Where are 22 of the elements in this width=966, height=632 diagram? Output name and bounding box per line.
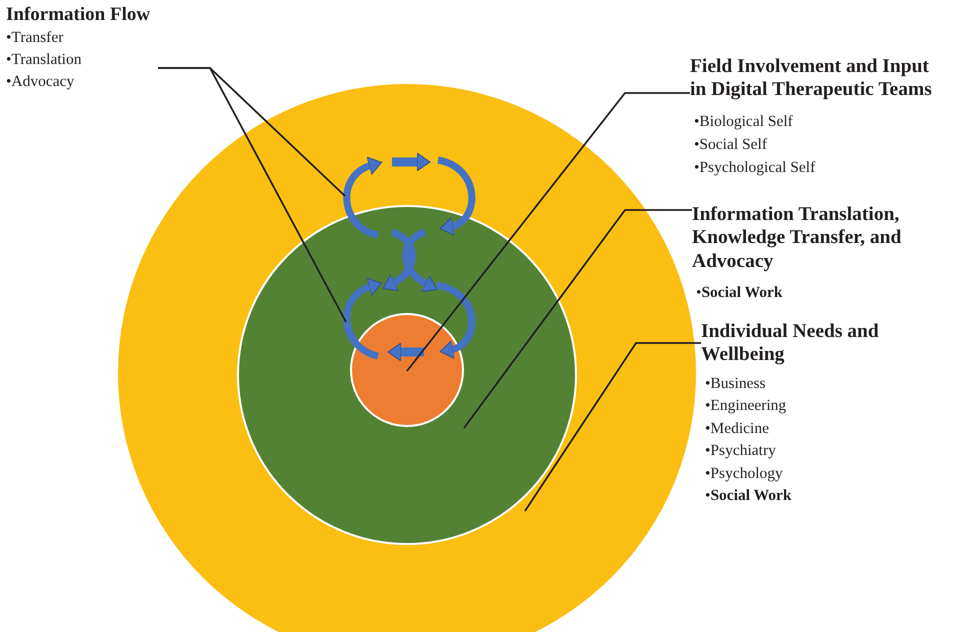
- bullet-item: •Social Work: [704, 486, 793, 506]
- section-heading: Individual Needs and Wellbeing: [701, 320, 880, 367]
- leader-line: [406, 92, 690, 372]
- bullet-item: •Advocacy: [6, 72, 76, 92]
- leader-line: [463, 209, 692, 429]
- bullet-item: •Biological Self: [693, 112, 794, 132]
- section-heading: Field Involvement and Input in Digital Therapeutic Teams: [690, 55, 933, 102]
- inner-circle: [350, 313, 464, 427]
- bullet-item: •Medicine: [704, 418, 770, 439]
- bullet-item: •Social Self: [693, 134, 768, 155]
- bullet-item: •Psychiatry: [704, 441, 777, 462]
- bullet-item: •Transfer: [6, 28, 64, 48]
- middle-circle: [237, 205, 577, 545]
- section-heading: Information Flow: [6, 4, 152, 27]
- bullet-item: •Business: [704, 374, 767, 394]
- leader-line: [158, 67, 347, 322]
- bullet-item: •Social Work: [695, 283, 784, 304]
- bullet-item: •Translation: [6, 50, 82, 70]
- bullet-item: •Psychology: [704, 464, 784, 484]
- section-heading: Information Translation, Knowledge Transfer, and Advocacy: [692, 203, 902, 274]
- bullet-item: •Engineering: [704, 396, 788, 416]
- bullet-item: •Psychological Self: [693, 158, 816, 178]
